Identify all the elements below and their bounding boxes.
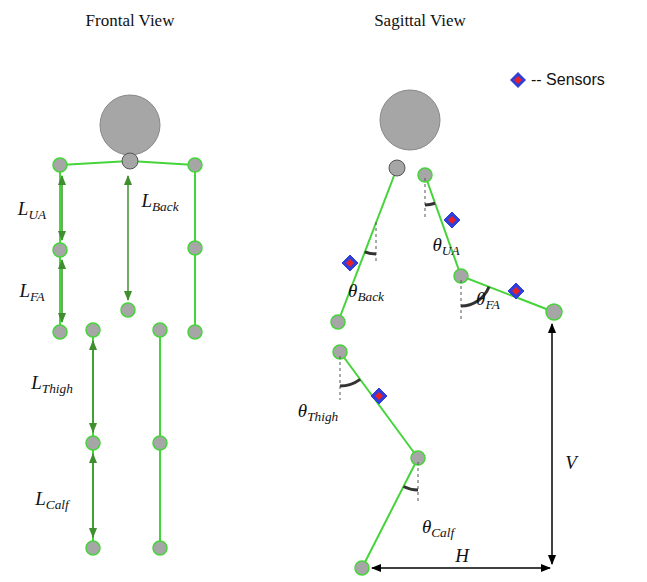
joints xyxy=(53,158,202,555)
view-title: Frontal View xyxy=(86,12,175,29)
head xyxy=(380,90,440,150)
distance-label: V xyxy=(565,453,577,472)
angle-label: θUA xyxy=(432,235,459,258)
view-title: Sagittal View xyxy=(374,12,466,29)
angle-arc xyxy=(340,379,360,386)
vertical-references xyxy=(340,178,461,504)
angle-arc xyxy=(403,487,418,490)
length-label: LFA xyxy=(19,281,44,304)
angle-arc xyxy=(425,203,435,205)
length-label: LBack xyxy=(141,191,178,214)
sensor-swatch xyxy=(508,70,528,90)
distance-arrows xyxy=(372,324,552,568)
sagittal-skeleton xyxy=(338,168,554,568)
frontal-skeleton xyxy=(60,161,195,548)
sensors xyxy=(342,212,524,404)
angle-label: θFA xyxy=(476,289,500,312)
angle-arcs xyxy=(340,203,489,490)
angle-label: θThigh xyxy=(298,401,338,424)
length-label: LThigh xyxy=(31,373,73,396)
angle-label: θBack xyxy=(348,281,384,304)
angle-label: θCalf xyxy=(422,517,454,540)
length-arrows xyxy=(62,176,128,537)
angle-arc xyxy=(365,252,376,254)
neck-joint xyxy=(122,153,138,169)
joints xyxy=(331,168,562,575)
distance-label: H xyxy=(455,546,469,565)
sensor-centres xyxy=(346,216,520,400)
neck-joint xyxy=(389,160,405,176)
legend-text: -- Sensors xyxy=(531,71,605,89)
head xyxy=(100,95,160,155)
length-label: LCalf xyxy=(35,489,68,512)
legend-entry: -- Sensors xyxy=(508,70,605,90)
length-label: LUA xyxy=(18,199,46,222)
